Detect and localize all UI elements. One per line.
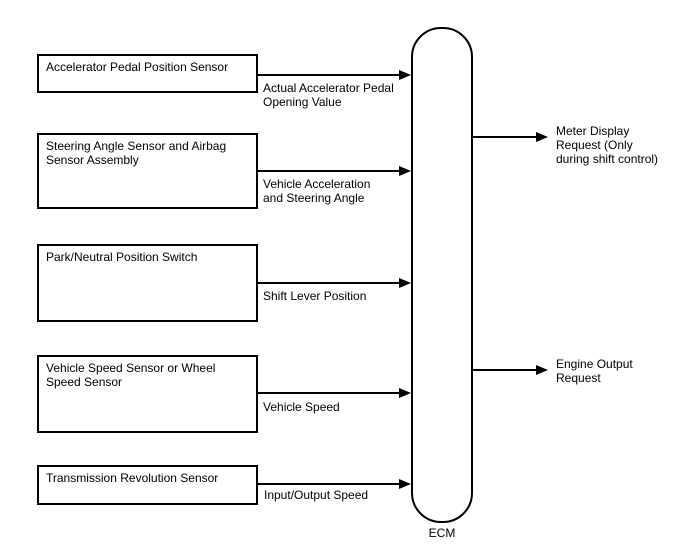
arrow-ecm-to-engine-output (473, 365, 548, 375)
signal-label-meter-display-request: Meter Display Request (Only during shift… (556, 124, 659, 166)
signal-label-shift-lever-position: Shift Lever Position (263, 289, 367, 303)
sensor-box-transmission-revolution: Transmission Revolution Sensor (37, 465, 258, 505)
signal-label-vehicle-speed: Vehicle Speed (263, 400, 340, 414)
sensor-box-label: Accelerator Pedal Position Sensor (46, 60, 229, 74)
signal-label-vehicle-acceleration-steering: Vehicle Acceleration and Steering Angle (263, 177, 371, 205)
arrow-park-neutral-to-ecm (258, 278, 411, 288)
arrow-transmission-to-ecm (258, 479, 411, 489)
sensor-box-label: Park/Neutral Position Switch (46, 250, 198, 264)
signal-label-actual-accelerator-pedal-opening: Actual Accelerator Pedal Opening Value (263, 81, 394, 109)
ecm-block-label: ECM (428, 526, 456, 540)
arrow-steering-to-ecm (258, 166, 411, 176)
ecm-block (411, 27, 473, 523)
arrow-accelerator-to-ecm (258, 70, 411, 80)
sensor-box-accelerator-pedal-position: Accelerator Pedal Position Sensor (37, 54, 258, 93)
arrow-vehicle-speed-to-ecm (258, 388, 411, 398)
sensor-box-label: Steering Angle Sensor and Airbag Sensor … (46, 139, 227, 167)
signal-label-input-output-speed: Input/Output Speed (264, 488, 369, 502)
sensor-box-vehicle-wheel-speed: Vehicle Speed Sensor or Wheel Speed Sens… (37, 355, 258, 433)
sensor-box-park-neutral-switch: Park/Neutral Position Switch (37, 244, 258, 322)
sensor-box-label: Vehicle Speed Sensor or Wheel Speed Sens… (46, 361, 216, 389)
sensor-box-label: Transmission Revolution Sensor (46, 471, 219, 485)
sensor-box-steering-angle-airbag: Steering Angle Sensor and Airbag Sensor … (37, 133, 258, 209)
arrow-ecm-to-meter-display (473, 132, 548, 142)
signal-label-engine-output-request: Engine Output Request (556, 357, 633, 385)
